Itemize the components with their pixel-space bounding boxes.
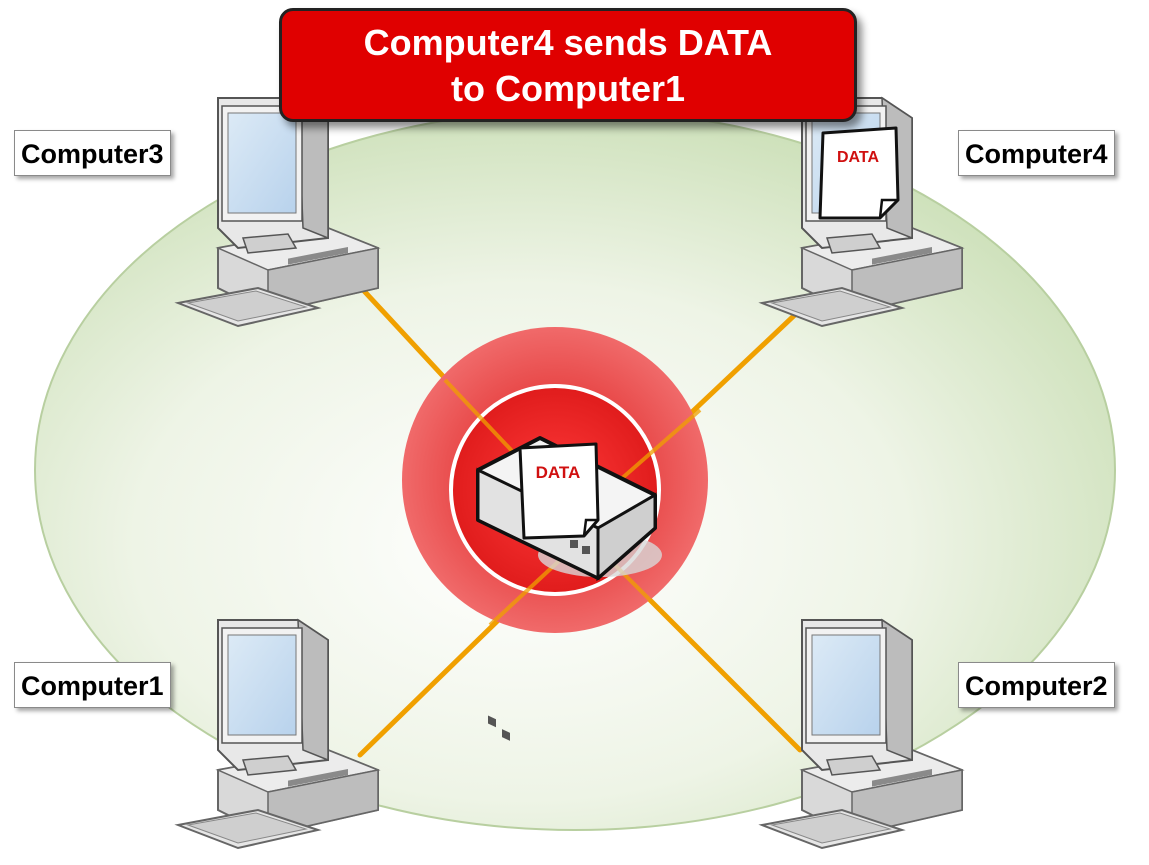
title-line-2: to Computer1 bbox=[451, 68, 685, 109]
hub-document-label: DATA bbox=[536, 463, 581, 482]
computer3-label: Computer3 bbox=[14, 130, 171, 176]
computer4-document-icon: DATA bbox=[818, 126, 900, 220]
computer2-label: Computer2 bbox=[958, 662, 1115, 708]
computer4-document-label: DATA bbox=[837, 149, 880, 166]
hub: DATA bbox=[402, 327, 708, 741]
computer4-label: Computer4 bbox=[958, 130, 1115, 176]
title-line-1: Computer4 sends DATA bbox=[363, 22, 773, 63]
hub-document-icon: DATA bbox=[518, 442, 600, 540]
title-banner: Computer4 sends DATA to Computer1 bbox=[279, 8, 857, 122]
computer1-label: Computer1 bbox=[14, 662, 171, 708]
